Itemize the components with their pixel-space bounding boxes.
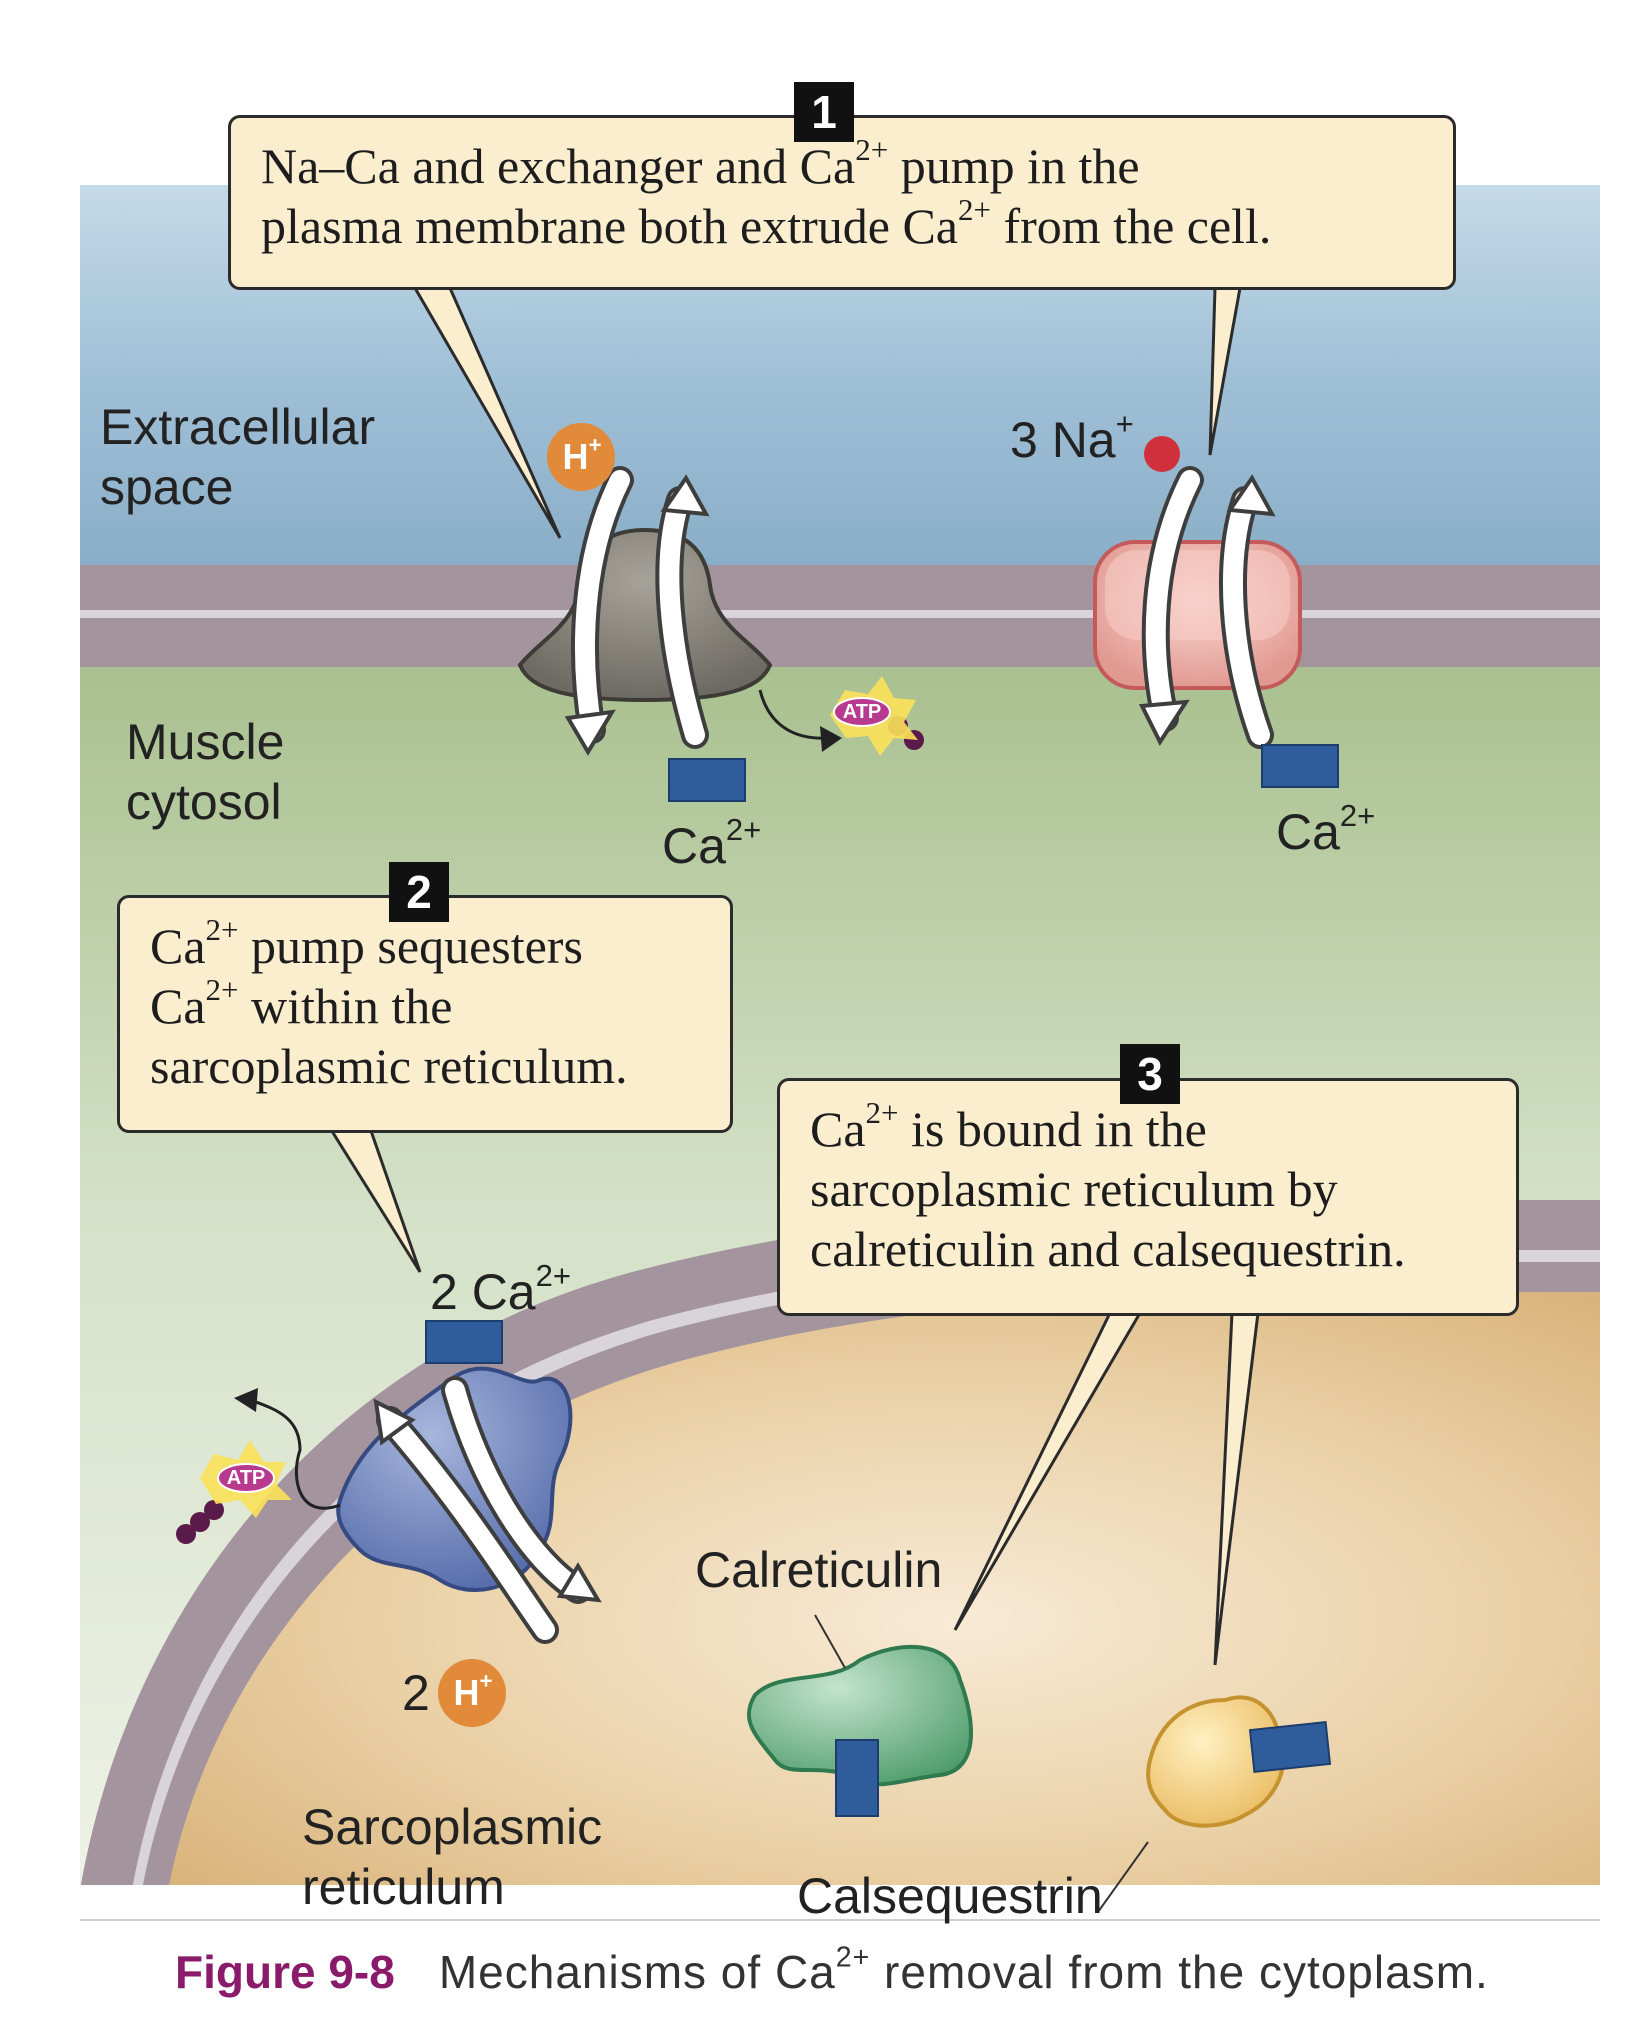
- step-badge-2: 2: [389, 862, 449, 922]
- atp-molecule-pm: [830, 676, 924, 756]
- sarcoplasmic-reticulum-label: Sarcoplasmic reticulum: [302, 1799, 603, 1915]
- h-ion-sr-count: 2: [402, 1665, 430, 1721]
- ca-ion-calsequestrin: [1248, 1721, 1332, 1773]
- atp-label-sr: ATP: [226, 1467, 266, 1489]
- atp-hydrolysis-arrow-pm: [758, 689, 842, 752]
- callout-3-line-3: calreticulin and calsequestrin.: [810, 1221, 1406, 1277]
- atp-label-pm: ATP: [842, 701, 882, 723]
- ca-ion-calreticulin: [835, 1739, 879, 1817]
- serca-arrows: [373, 1376, 602, 1644]
- callout-pointers: [327, 286, 1260, 1666]
- ca-ion-serca-label: 2 Ca2+: [430, 1257, 571, 1320]
- na-ca-exchanger: [1093, 540, 1302, 690]
- ca-ion-pm-pump-label: Ca2+: [662, 811, 762, 874]
- callout-1: Na–Ca and exchanger and Ca2+ pump in the…: [228, 115, 1456, 290]
- calsequestrin-label: Calsequestrin: [797, 1868, 1103, 1924]
- h-ion-sr-label: H+: [453, 1668, 493, 1713]
- step-badge-3: 3: [1120, 1044, 1180, 1104]
- leader-lines: [814, 1614, 1149, 1913]
- callout-2: Ca2+ pump sequesters Ca2+ within the sar…: [117, 895, 733, 1133]
- ca-ion-pm-pump: [668, 758, 746, 802]
- callout-2-line-2: Ca2+ within the: [150, 971, 453, 1034]
- callout-2-line-3: sarcoplasmic reticulum.: [150, 1038, 628, 1094]
- h-ion-sr: [438, 1659, 506, 1727]
- figure-caption: Figure 9-8 Mechanisms of Ca2+ removal fro…: [175, 1941, 1489, 1999]
- figure-number: Figure 9-8: [175, 1946, 395, 1998]
- pmca-arrows: [564, 466, 710, 756]
- plasma-membrane: [80, 565, 1600, 667]
- na-ion: [1144, 436, 1180, 472]
- calreticulin-label: Calreticulin: [695, 1542, 943, 1598]
- exchanger-arrows: [1138, 466, 1276, 749]
- ca-ion-exchanger: [1261, 744, 1339, 788]
- callout-1-line-2: plasma membrane both extrude Ca2+ from t…: [261, 191, 1272, 254]
- step-badge-1: 1: [794, 82, 854, 142]
- atp-molecule-sr: [176, 1440, 292, 1544]
- callout-2-line-1: Ca2+ pump sequesters: [150, 911, 583, 974]
- ca-ion-serca: [425, 1320, 503, 1364]
- calreticulin-protein: [746, 1644, 974, 1787]
- atp-hydrolysis-arrow-sr: [234, 1388, 341, 1510]
- callout-1-line-1: Na–Ca and exchanger and Ca2+ pump in the: [261, 131, 1140, 194]
- caption-text: Mechanisms of Ca2+ removal from the cyto…: [438, 1941, 1489, 1998]
- ca-ion-exchanger-label: Ca2+: [1276, 797, 1376, 860]
- callout-3-line-1: Ca2+ is bound in the: [810, 1094, 1207, 1157]
- h-ion-pm-label: H+: [562, 432, 602, 477]
- callout-3-line-2: sarcoplasmic reticulum by: [810, 1161, 1338, 1217]
- callout-3: Ca2+ is bound in the sarcoplasmic reticu…: [777, 1078, 1519, 1316]
- h-ion-pm: [547, 423, 615, 491]
- na-ion-label: 3 Na+: [1010, 405, 1134, 468]
- muscle-cytosol-label: Muscle cytosol: [126, 714, 285, 830]
- extracellular-space-label: Extracellular space: [100, 399, 376, 515]
